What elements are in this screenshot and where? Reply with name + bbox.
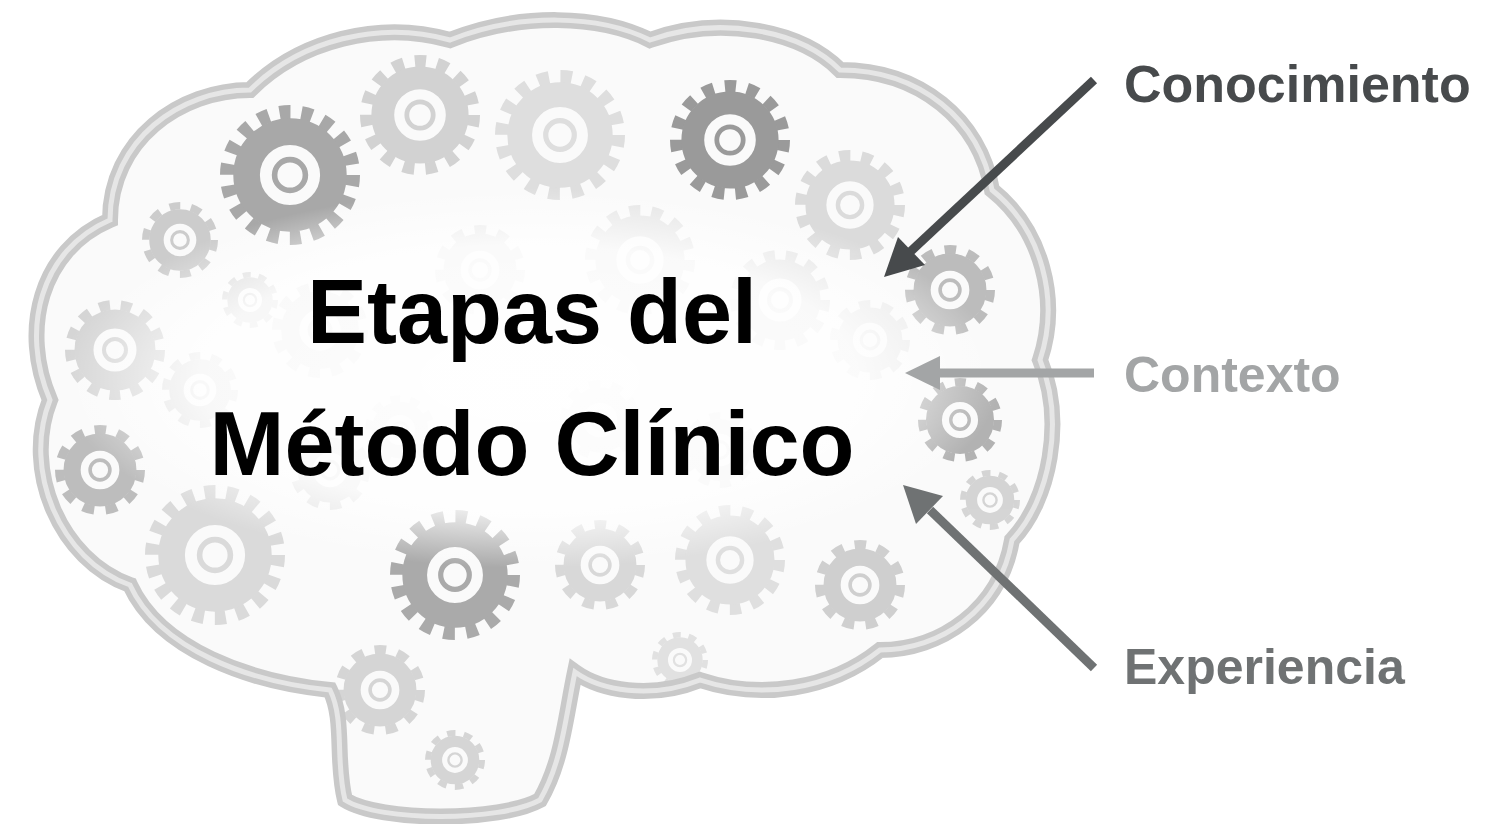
gear <box>676 86 784 194</box>
experience-arrow <box>903 485 1094 668</box>
knowledge-arrow <box>884 80 1094 277</box>
gear <box>502 77 619 194</box>
gear-group <box>60 61 1018 787</box>
gear <box>820 545 901 626</box>
gear <box>428 733 482 787</box>
brain-border-inner <box>37 20 1053 816</box>
gear <box>340 650 421 731</box>
factor-label: Contexto <box>1124 346 1341 404</box>
brain-border <box>37 20 1053 816</box>
context-arrow <box>905 356 1094 390</box>
brain-fill <box>37 20 1053 816</box>
factor-label: Experiencia <box>1124 638 1405 696</box>
brain-outline: Etapas del Método Clínico <box>18 6 1070 824</box>
node-title: Etapas del Método Clínico <box>162 246 902 510</box>
gear <box>963 473 1017 527</box>
factor-label: Conocimiento <box>1124 54 1471 114</box>
gear <box>366 61 474 169</box>
text-glow <box>60 188 1000 568</box>
